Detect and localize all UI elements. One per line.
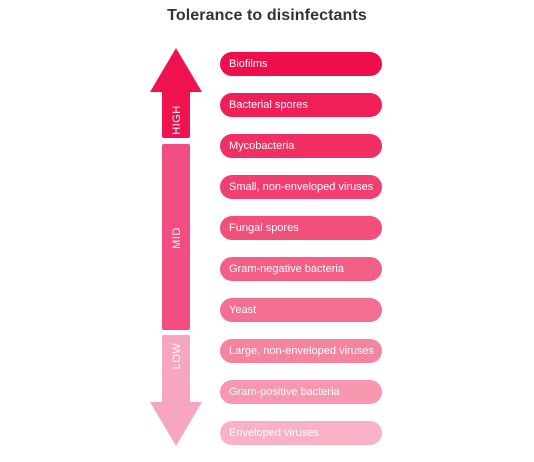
- organism-pill: Small, non-enveloped viruses: [220, 175, 382, 199]
- organism-pill: Mycobacteria: [220, 134, 382, 158]
- low-label: LOW: [171, 343, 183, 370]
- high-label: HIGH: [171, 105, 183, 135]
- organism-pill: Biofilms: [220, 52, 382, 76]
- page-title: Tolerance to disinfectants: [167, 7, 367, 24]
- low-arrow-segment: [150, 335, 202, 446]
- organism-pill: Fungal spores: [220, 216, 382, 240]
- organism-pill: Enveloped viruses: [220, 421, 382, 445]
- mid-label: MID: [171, 227, 183, 249]
- organism-pill: Yeast: [220, 298, 382, 322]
- high-arrow-segment: [150, 48, 202, 138]
- organism-pill: Bacterial spores: [220, 93, 382, 117]
- mid-scale-segment: [162, 144, 190, 330]
- organism-pill: Large, non-enveloped viruses: [220, 339, 382, 363]
- organism-pill: Gram-negative bacteria: [220, 257, 382, 281]
- organism-pill: Gram-positive bacteria: [220, 380, 382, 404]
